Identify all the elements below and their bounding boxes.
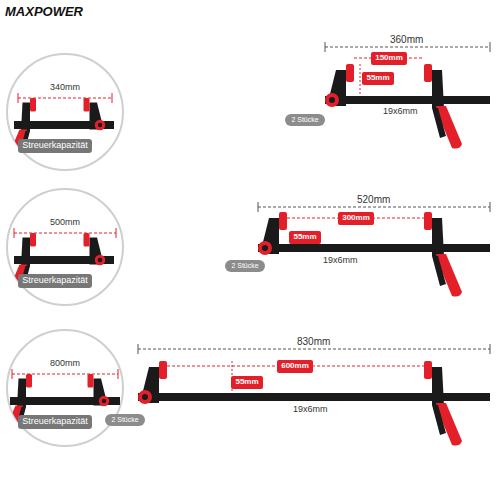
- box-text: 600mm: [281, 362, 309, 371]
- box-text: 2 Stücke: [231, 262, 258, 270]
- dimension-label: 500mm: [48, 218, 82, 228]
- box-text: 55mm: [366, 74, 389, 83]
- dimension-label: 830mm: [295, 336, 332, 347]
- box-text: Streuerkapazität: [22, 141, 88, 151]
- dimension-label: 340mm: [48, 83, 82, 93]
- quantity-badge: 2 Stücke: [225, 260, 265, 272]
- dimension-box: 55mm: [231, 376, 263, 389]
- dimension-box: 55mm: [289, 231, 321, 244]
- box-text: Streuerkapazität: [22, 417, 88, 427]
- dimension-label: 520mm: [355, 194, 392, 205]
- box-text: 55mm: [293, 233, 316, 242]
- box-text: 55mm: [235, 378, 258, 387]
- box-text: 300mm: [342, 214, 370, 223]
- dimension-label: 800mm: [48, 359, 82, 369]
- profile-label: 19x6mm: [381, 107, 420, 117]
- profile-label: 19x6mm: [291, 405, 330, 415]
- capacity-box: Streuerkapazität: [18, 274, 92, 288]
- box-text: Streuerkapazität: [22, 276, 88, 286]
- quantity-badge: 2 Stücke: [105, 414, 145, 426]
- dimension-box: 150mm: [371, 52, 407, 65]
- dimension-box: 55mm: [362, 72, 394, 85]
- box-text: 150mm: [375, 54, 403, 63]
- dimension-box: 600mm: [277, 360, 313, 373]
- capacity-box: Streuerkapazität: [18, 139, 92, 153]
- profile-label: 19x6mm: [321, 256, 360, 266]
- brand-logo: MAXPOWER: [3, 5, 85, 19]
- dimension-box: 300mm: [338, 212, 374, 225]
- quantity-badge: 2 Stücke: [285, 114, 325, 126]
- capacity-box: Streuerkapazität: [18, 415, 92, 429]
- dimension-label: 360mm: [388, 34, 425, 45]
- box-text: 2 Stücke: [291, 116, 318, 124]
- box-text: 2 Stücke: [111, 416, 138, 424]
